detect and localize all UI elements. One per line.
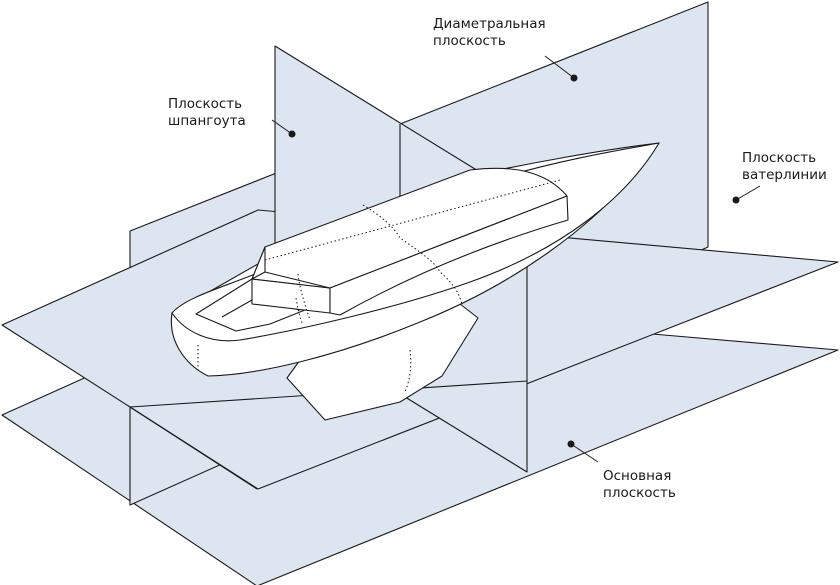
section-line-dotted xyxy=(362,204,463,306)
boat-cabin-edge xyxy=(264,271,331,289)
label-frame-plane: Плоскость шпангоута xyxy=(168,96,246,130)
intersection-line xyxy=(129,406,258,490)
label-line: Диаметральная xyxy=(433,16,546,32)
leader-dot-base xyxy=(567,440,575,448)
leader-diametral xyxy=(544,55,575,79)
leader-dot-waterline xyxy=(732,196,740,204)
leader-waterline xyxy=(735,185,761,201)
label-line: плоскость xyxy=(603,485,676,501)
label-waterline-plane: Плоскость ватерлинии xyxy=(742,150,827,184)
boat-cabin-front xyxy=(329,195,569,316)
label-base-plane: Основная плоскость xyxy=(603,468,676,502)
label-line: Плоскость xyxy=(168,96,243,112)
leader-dot-frame xyxy=(288,130,296,138)
section-line-dotted xyxy=(264,179,561,261)
label-line: ватерлинии xyxy=(742,167,827,183)
leader-frame xyxy=(271,119,293,135)
section-line-dotted xyxy=(297,273,311,321)
label-line: плоскость xyxy=(433,33,506,49)
label-diametral-plane: Диаметральная плоскость xyxy=(433,16,546,50)
label-line: шпангоута xyxy=(168,113,246,129)
leader-dot-diametral xyxy=(570,74,578,82)
leader-base xyxy=(570,443,599,463)
label-line: Плоскость xyxy=(742,150,817,166)
label-line: Основная xyxy=(603,468,672,484)
